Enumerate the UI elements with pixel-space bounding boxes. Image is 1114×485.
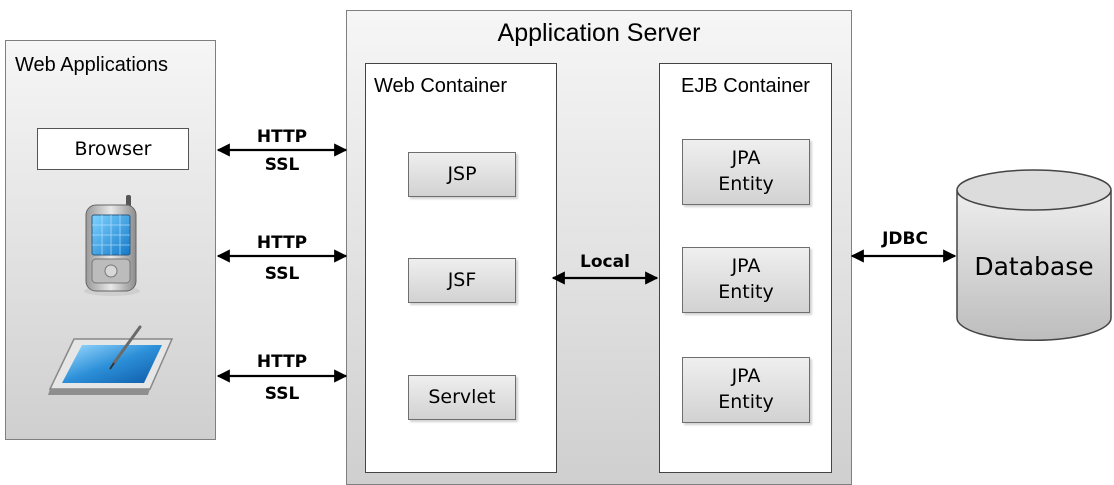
ejb-container: EJB Container JPA Entity JPA Entity JPA … [659,63,832,473]
jpa-entity-3[interactable]: JPA Entity [682,357,810,423]
jsp-component[interactable]: JSP [408,152,516,197]
smartphone-icon [84,195,140,296]
jpa-entity-3-line2: Entity [718,391,774,413]
jpa-entity-2-line2: Entity [718,281,774,303]
client-link-2-security: SSL [264,264,300,284]
database-cylinder[interactable] [955,168,1113,344]
web-container-title: Web Container [374,75,508,97]
jpa-entity-2[interactable]: JPA Entity [682,247,810,313]
servlet-component[interactable]: Servlet [408,375,516,420]
jpa-entity-1-line1: JPA [731,147,761,170]
jsf-component[interactable]: JSF [408,258,516,303]
browser-label: Browser [74,138,152,160]
client-link-1-protocol: HTTP [256,127,308,147]
client-link-2-protocol: HTTP [256,233,308,253]
jpa-entity-2-line1: JPA [731,255,761,278]
jpa-entity-3-line1: JPA [731,365,761,388]
jpa-entity-1-line2: Entity [718,173,774,195]
local-link-label: Local [580,252,630,272]
jpa-entity-1[interactable]: JPA Entity [682,139,810,205]
browser-box[interactable]: Browser [37,128,189,170]
database-label: Database [974,252,1094,281]
web-container: Web Container JSP JSF Servlet [365,63,557,473]
ejb-container-title: EJB Container [681,75,810,97]
client-link-1-security: SSL [264,155,300,175]
web-applications-panel: Web Applications Browser [5,40,216,440]
application-server-panel: Application Server Web Container JSP JSF… [346,10,852,485]
client-link-3-security: SSL [264,384,300,404]
client-link-3-protocol: HTTP [256,352,308,372]
application-server-title: Application Server [497,19,701,47]
web-applications-title: Web Applications [15,54,169,76]
tablet-icon [48,325,174,395]
jdbc-link-label: JDBC [882,229,928,249]
